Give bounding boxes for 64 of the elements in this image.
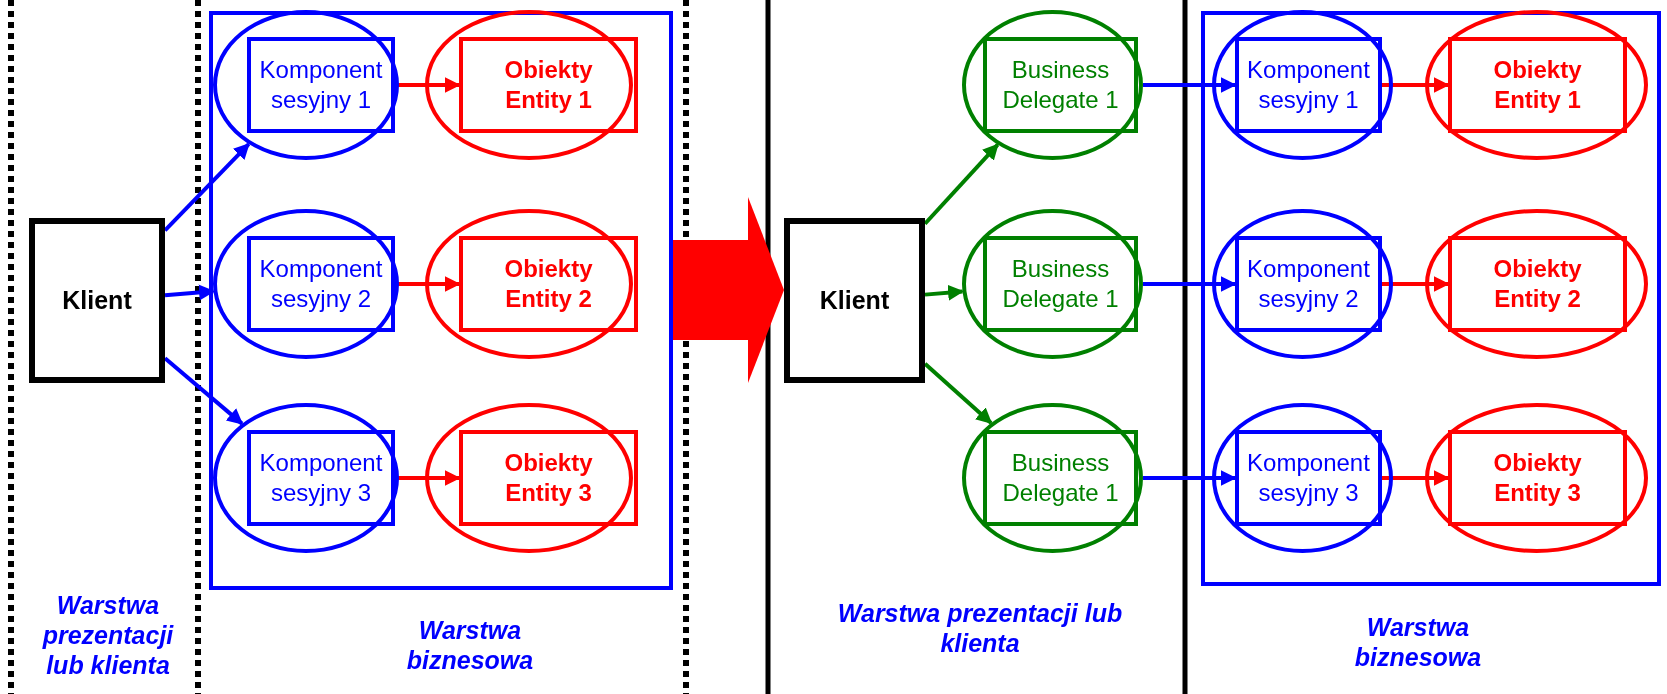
entity-label: Obiekty Entity 3 bbox=[1492, 448, 1583, 508]
component-ellipse bbox=[1212, 209, 1393, 359]
arrow bbox=[923, 362, 993, 425]
entity-ellipse bbox=[1425, 209, 1648, 359]
delegate-box bbox=[983, 236, 1138, 332]
component-ellipse bbox=[213, 403, 399, 553]
entity-label: Obiekty Entity 2 bbox=[1492, 254, 1583, 314]
component-ellipse bbox=[213, 209, 399, 359]
component-label: Komponent sesyjny 2 bbox=[258, 254, 384, 314]
arrow bbox=[163, 142, 251, 232]
entity-box bbox=[459, 236, 638, 332]
delegate-label: Business Delegate 1 bbox=[1001, 448, 1120, 508]
session-component-box bbox=[1235, 236, 1382, 332]
client-box bbox=[784, 218, 925, 383]
entity-box bbox=[1448, 430, 1627, 526]
layer-panel bbox=[1201, 11, 1661, 586]
layer-caption: Warstwa biznesowa bbox=[405, 615, 535, 675]
entity-box bbox=[1448, 37, 1627, 133]
entity-ellipse bbox=[1425, 403, 1648, 553]
arrow bbox=[1143, 470, 1237, 486]
session-component-box bbox=[1235, 430, 1382, 526]
arrow bbox=[923, 143, 1000, 226]
entity-label: Obiekty Entity 1 bbox=[503, 55, 594, 115]
client-label: Klient bbox=[819, 284, 890, 316]
entity-box bbox=[459, 37, 638, 133]
session-component-box bbox=[1235, 37, 1382, 133]
client-box bbox=[29, 218, 165, 383]
delegate-ellipse bbox=[962, 10, 1143, 160]
arrow bbox=[1382, 276, 1450, 292]
arrow bbox=[1382, 470, 1450, 486]
layer-caption: Warstwa prezentacji lub klienta bbox=[836, 598, 1124, 658]
session-component-box bbox=[247, 236, 395, 332]
delegate-label: Business Delegate 1 bbox=[1001, 254, 1120, 314]
component-ellipse bbox=[1212, 403, 1393, 553]
entity-ellipse bbox=[1425, 10, 1648, 160]
client-label: Klient bbox=[62, 284, 132, 316]
session-component-box bbox=[247, 37, 395, 133]
component-ellipse bbox=[1212, 10, 1393, 160]
delegate-ellipse bbox=[962, 403, 1143, 553]
entity-label: Obiekty Entity 3 bbox=[503, 448, 594, 508]
entity-label: Obiekty Entity 2 bbox=[503, 254, 594, 314]
entity-label: Obiekty Entity 1 bbox=[1492, 55, 1583, 115]
delegate-box bbox=[983, 37, 1138, 133]
delegate-box bbox=[983, 430, 1138, 526]
block-arrow bbox=[673, 197, 784, 383]
arrow bbox=[1143, 77, 1237, 93]
component-ellipse bbox=[213, 10, 399, 160]
arrow bbox=[1382, 77, 1450, 93]
component-label: Komponent sesyjny 1 bbox=[1246, 55, 1371, 115]
layer-caption: Warstwa prezentacji lub klienta bbox=[41, 590, 175, 680]
entity-box bbox=[459, 430, 638, 526]
layer-caption: Warstwa biznesowa bbox=[1353, 612, 1483, 672]
arrow bbox=[1143, 276, 1237, 292]
component-label: Komponent sesyjny 3 bbox=[1246, 448, 1371, 508]
component-label: Komponent sesyjny 1 bbox=[258, 55, 384, 115]
component-label: Komponent sesyjny 3 bbox=[258, 448, 384, 508]
layer-panel bbox=[209, 11, 673, 590]
session-component-box bbox=[247, 430, 395, 526]
entity-box bbox=[1448, 236, 1627, 332]
arrow bbox=[163, 356, 244, 426]
delegate-ellipse bbox=[962, 209, 1143, 359]
delegate-label: Business Delegate 1 bbox=[1001, 55, 1120, 115]
component-label: Komponent sesyjny 2 bbox=[1246, 254, 1371, 314]
arrow bbox=[924, 284, 965, 301]
